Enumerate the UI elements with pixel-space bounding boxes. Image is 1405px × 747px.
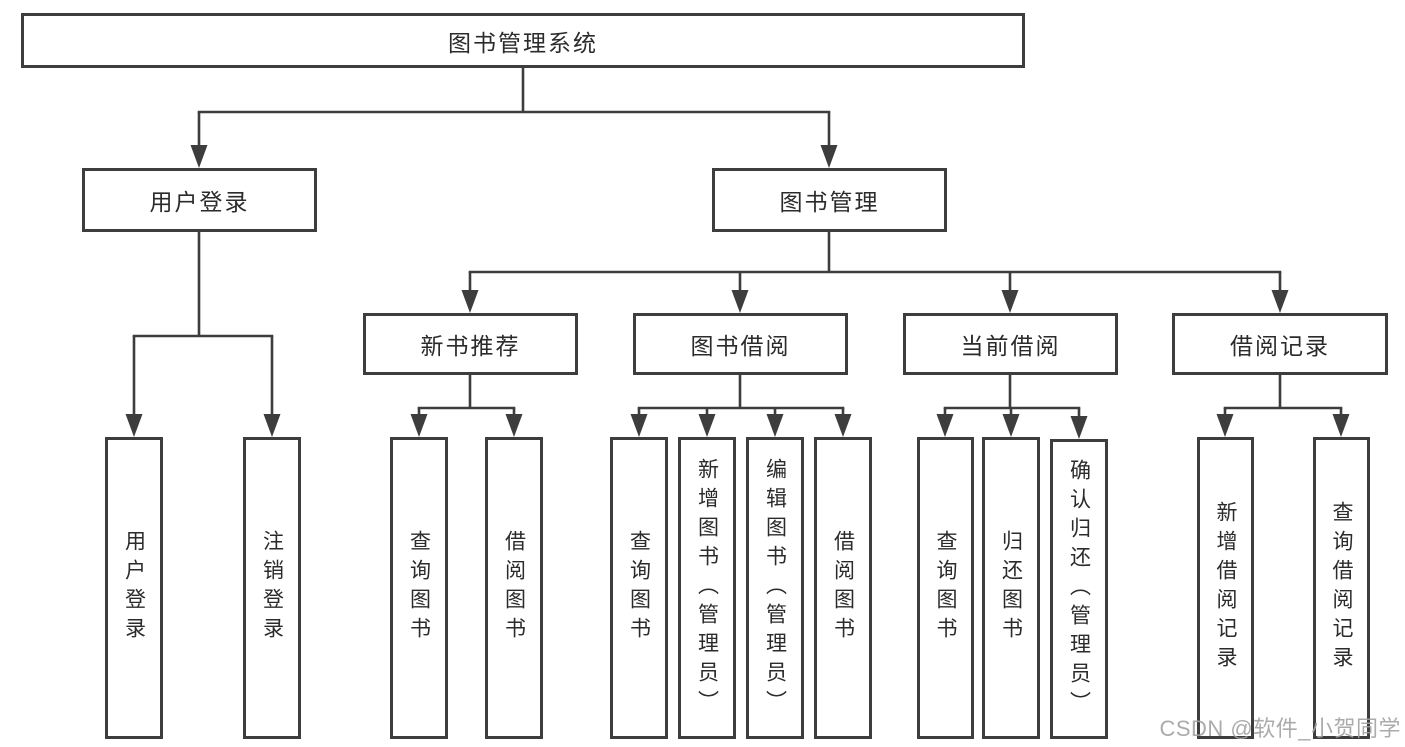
- connector-new-book-to-leaves: [410, 375, 523, 437]
- leaf-bb-query-books: 查询图书: [610, 437, 668, 739]
- leaf-bb-edit-book-admin: 编辑图书（管理员）: [746, 437, 804, 739]
- leaf-cb-query-books: 查询图书: [917, 437, 974, 739]
- node-borrowing-records: 借阅记录: [1172, 313, 1388, 375]
- connector-root-to-level2: [190, 68, 838, 168]
- watermark: CSDN @软件_小贺同学: [1159, 716, 1401, 741]
- leaf-cb-return-books: 归还图书: [982, 437, 1040, 739]
- connector-user-login-to-leaves: [125, 232, 281, 437]
- leaf-br-add-record: 新增借阅记录: [1197, 437, 1254, 739]
- leaf-nb-borrow-books: 借阅图书: [485, 437, 543, 739]
- leaf-bb-borrow-books: 借阅图书: [814, 437, 872, 739]
- node-book-borrowing: 图书借阅: [633, 313, 848, 375]
- node-book-management: 图书管理: [712, 168, 947, 232]
- connector-current-borrow-to-leaves: [936, 375, 1088, 439]
- node-user-login: 用户登录: [82, 168, 317, 232]
- leaf-br-query-record: 查询借阅记录: [1313, 437, 1370, 739]
- leaf-nb-query-books: 查询图书: [390, 437, 448, 739]
- node-root: 图书管理系统: [21, 13, 1025, 68]
- leaf-cb-confirm-return-admin: 确认归还（管理员）: [1050, 439, 1108, 739]
- connector-borrow-record-to-leaves: [1216, 375, 1350, 437]
- leaf-bb-add-book-admin: 新增图书（管理员）: [678, 437, 736, 739]
- leaf-user-login: 用户登录: [105, 437, 163, 739]
- node-new-book-recommend: 新书推荐: [363, 313, 578, 375]
- leaf-logout: 注销登录: [243, 437, 301, 739]
- connector-book-borrow-to-leaves: [630, 375, 852, 437]
- connector-book-management-to-level3: [461, 232, 1289, 313]
- node-current-borrowing: 当前借阅: [903, 313, 1118, 375]
